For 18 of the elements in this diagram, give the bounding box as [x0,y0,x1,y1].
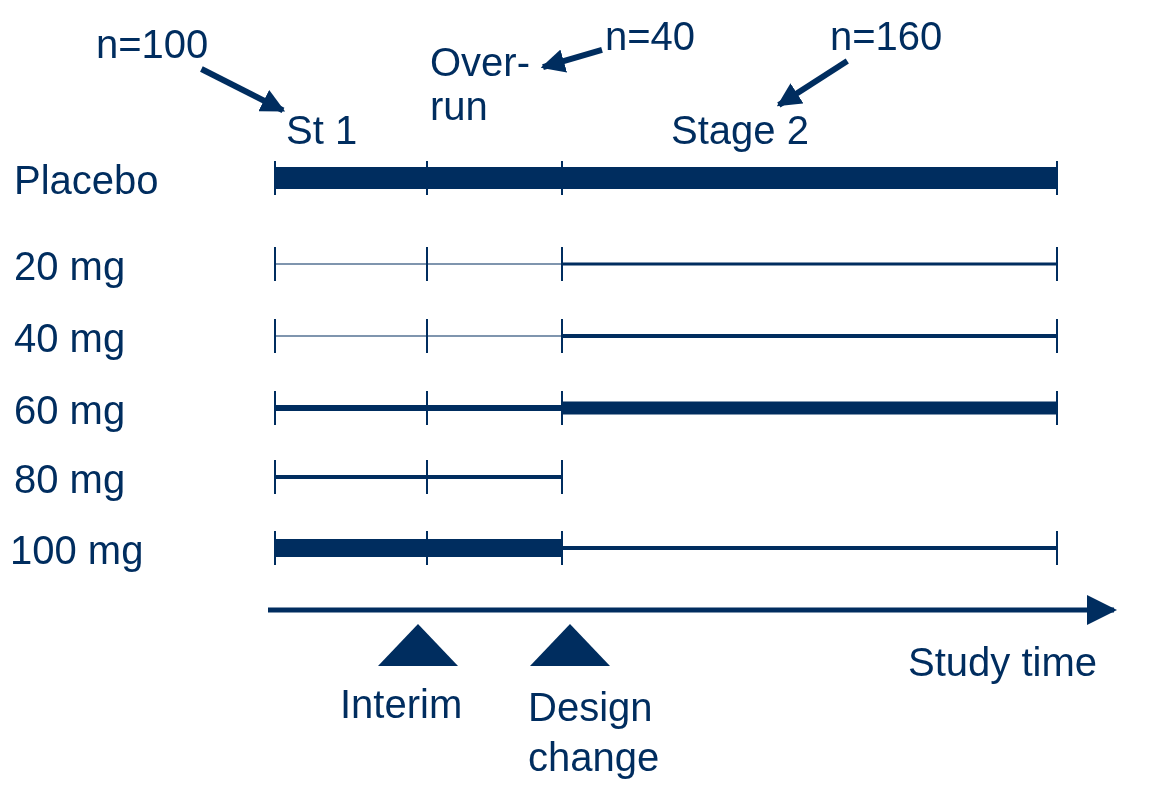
row-label: 80 mg [14,457,126,501]
stage-label: Over- run [430,40,540,128]
row-label: 100 mg [10,528,144,572]
row-label: 40 mg [14,316,126,360]
row-label: 20 mg [14,244,126,288]
sample-size-label: n=40 [605,14,696,58]
sample-size-label: n=160 [830,14,943,58]
row-label: 60 mg [14,388,126,432]
stage-label: Stage 2 [671,108,809,152]
milestone-label: Interim [340,682,463,726]
leader-arrow [540,47,603,73]
leader-arrow [200,66,286,114]
stage-label: St 1 [286,108,358,152]
row-label: Placebo [14,158,159,202]
leader-arrow [776,58,849,108]
axis-label: Study time [908,640,1097,684]
sample-size-label: n=100 [96,22,209,66]
milestone-label: Design change [528,684,661,781]
